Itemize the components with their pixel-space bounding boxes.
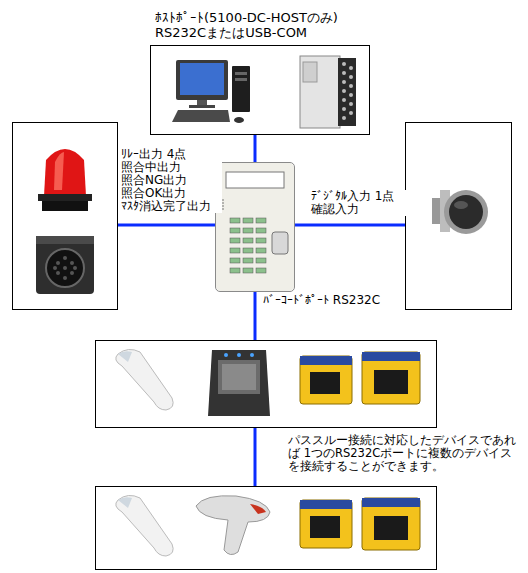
connection-label: ﾃﾞｼﾞﾀﾙ入力 1点 確認入力: [310, 190, 407, 216]
gun-scanner-illustration: [196, 496, 270, 555]
fixed-scanner-illustration: [300, 352, 420, 404]
output-device-box: [12, 122, 118, 310]
handheld-scanner-illustration: [116, 495, 173, 556]
input-device-box: [405, 122, 512, 310]
cable-line: [118, 224, 215, 227]
cable-line: [254, 135, 257, 162]
push-button-illustration: [432, 190, 488, 234]
controller-unit: [215, 162, 295, 292]
presentation-scanner-illustration: [208, 350, 270, 416]
cable-line: [295, 224, 405, 227]
connection-label: ﾊﾞｰｺｰﾄﾞﾎﾟｰﾄ RS232C: [262, 294, 384, 307]
host-box: ﾎｽﾄﾎﾟｰﾄ(5100-DC-HOSTのみ) RS232CまたはUSB-COM: [150, 45, 370, 135]
controller-illustration: [216, 163, 294, 291]
buzzer-illustration: [36, 236, 94, 294]
scanner-box: [95, 486, 437, 570]
connection-label: ﾘﾚｰ出力 4点 照合中出力 照合NG出力 照合OK出力 ﾏｽﾀ消込完了出力: [120, 148, 222, 213]
cable-line: [254, 428, 257, 486]
connection-label: パススルー接続に対応したデバイスであれば 1つのRS232Cポートに複数のデバイ…: [287, 434, 521, 473]
cable-line: [254, 292, 257, 340]
plc-illustration: [300, 56, 356, 128]
scanner-box: [95, 340, 437, 428]
computer-illustration: [172, 60, 250, 123]
fixed-scanner-illustration: [300, 498, 420, 550]
port-heading: ﾎｽﾄﾎﾟｰﾄ(5100-DC-HOSTのみ) RS232CまたはUSB-COM: [155, 10, 367, 40]
rotating-lamp-illustration: [38, 149, 92, 211]
handheld-scanner-illustration: [116, 349, 173, 410]
